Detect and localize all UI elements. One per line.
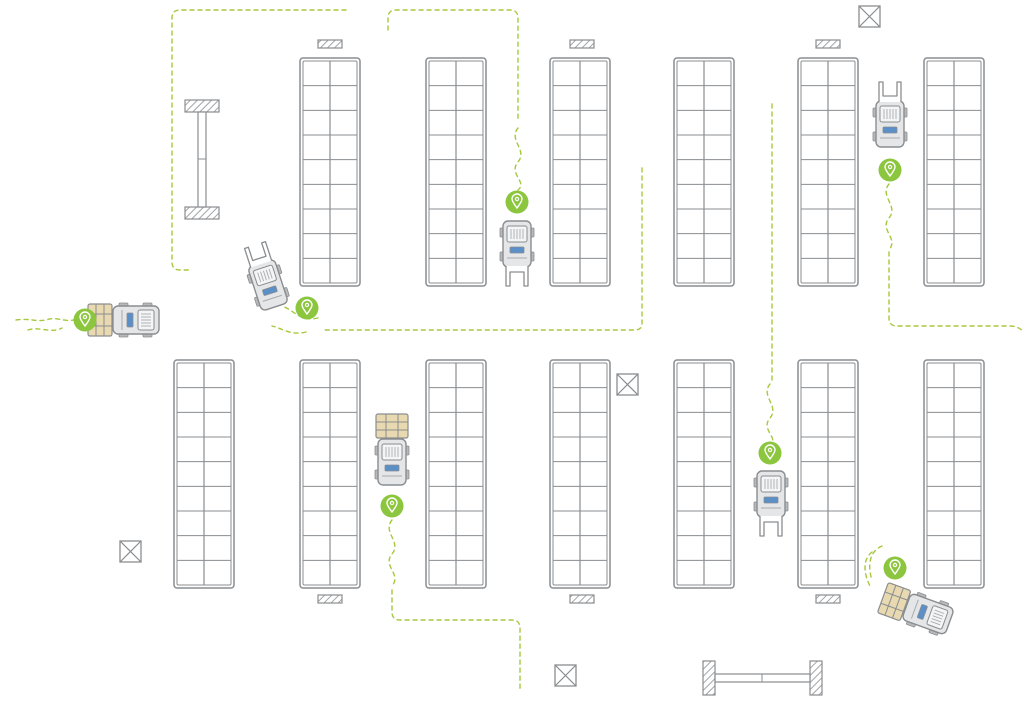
agv-robot-icon xyxy=(374,413,410,486)
location-pin-icon xyxy=(883,556,907,580)
agv-robot-icon xyxy=(872,81,908,148)
rack-bottom-5 xyxy=(673,359,735,589)
robot-path xyxy=(27,327,63,331)
rack-top-2 xyxy=(425,57,487,287)
location-pin-icon xyxy=(73,308,97,332)
location-pin-icon xyxy=(380,494,404,518)
x-box-marker-icon xyxy=(119,540,142,563)
location-pin-icon xyxy=(295,296,319,320)
robot-path xyxy=(281,305,319,320)
location-pin-icon xyxy=(878,158,902,182)
robot-path xyxy=(171,9,347,271)
robot-path xyxy=(15,317,75,322)
floor-markers xyxy=(119,5,881,696)
pallet-cart-icon xyxy=(877,582,911,621)
robot-path xyxy=(271,325,307,334)
rack-tag-bottom-2 xyxy=(569,594,595,604)
rack-top-5 xyxy=(797,57,859,287)
robot-path xyxy=(391,589,521,691)
x-box-marker-icon xyxy=(858,5,881,28)
agv-robot-icon xyxy=(87,302,160,338)
rack-top-4 xyxy=(673,57,735,287)
rack-bottom-3 xyxy=(425,359,487,589)
robot-path xyxy=(766,383,774,447)
robot-path xyxy=(514,127,522,191)
location-pin-icon xyxy=(758,441,782,465)
storage-racks xyxy=(173,57,985,589)
robot-path xyxy=(869,545,883,581)
robot-path xyxy=(885,183,893,251)
x-box-marker-icon xyxy=(554,664,577,687)
robots xyxy=(87,81,954,636)
x-box-marker-icon xyxy=(616,373,639,396)
agv-robot-icon xyxy=(877,582,954,636)
robot-paths xyxy=(15,9,1024,691)
rack-top-3 xyxy=(549,57,611,287)
rack-bottom-2 xyxy=(299,359,361,589)
location-pin-icon xyxy=(505,190,529,214)
rack-tag-top-3 xyxy=(815,39,841,49)
rack-top-6 xyxy=(923,57,985,287)
agv-robot-icon xyxy=(243,241,290,311)
rack-tag-top-1 xyxy=(317,39,343,49)
rack-tag-bottom-1 xyxy=(317,594,343,604)
gate-vertical xyxy=(184,99,220,220)
robot-path xyxy=(321,167,643,331)
agv-robot-icon xyxy=(499,220,535,287)
rack-bottom-1 xyxy=(173,359,235,589)
rack-bottom-4 xyxy=(549,359,611,589)
agv-robot-icon xyxy=(753,470,789,537)
rack-top-1 xyxy=(299,57,361,287)
location-pins xyxy=(73,158,907,580)
pallet-cart-icon xyxy=(375,413,409,439)
gate-horizontal xyxy=(702,660,823,696)
robot-path xyxy=(864,551,873,587)
robot-path xyxy=(388,519,396,587)
robot-path xyxy=(387,9,519,121)
robot-path xyxy=(888,251,1024,333)
rack-bottom-7 xyxy=(923,359,985,589)
rack-tag-bottom-3 xyxy=(815,594,841,604)
rack-bottom-6 xyxy=(797,359,859,589)
rack-tag-top-2 xyxy=(569,39,595,49)
